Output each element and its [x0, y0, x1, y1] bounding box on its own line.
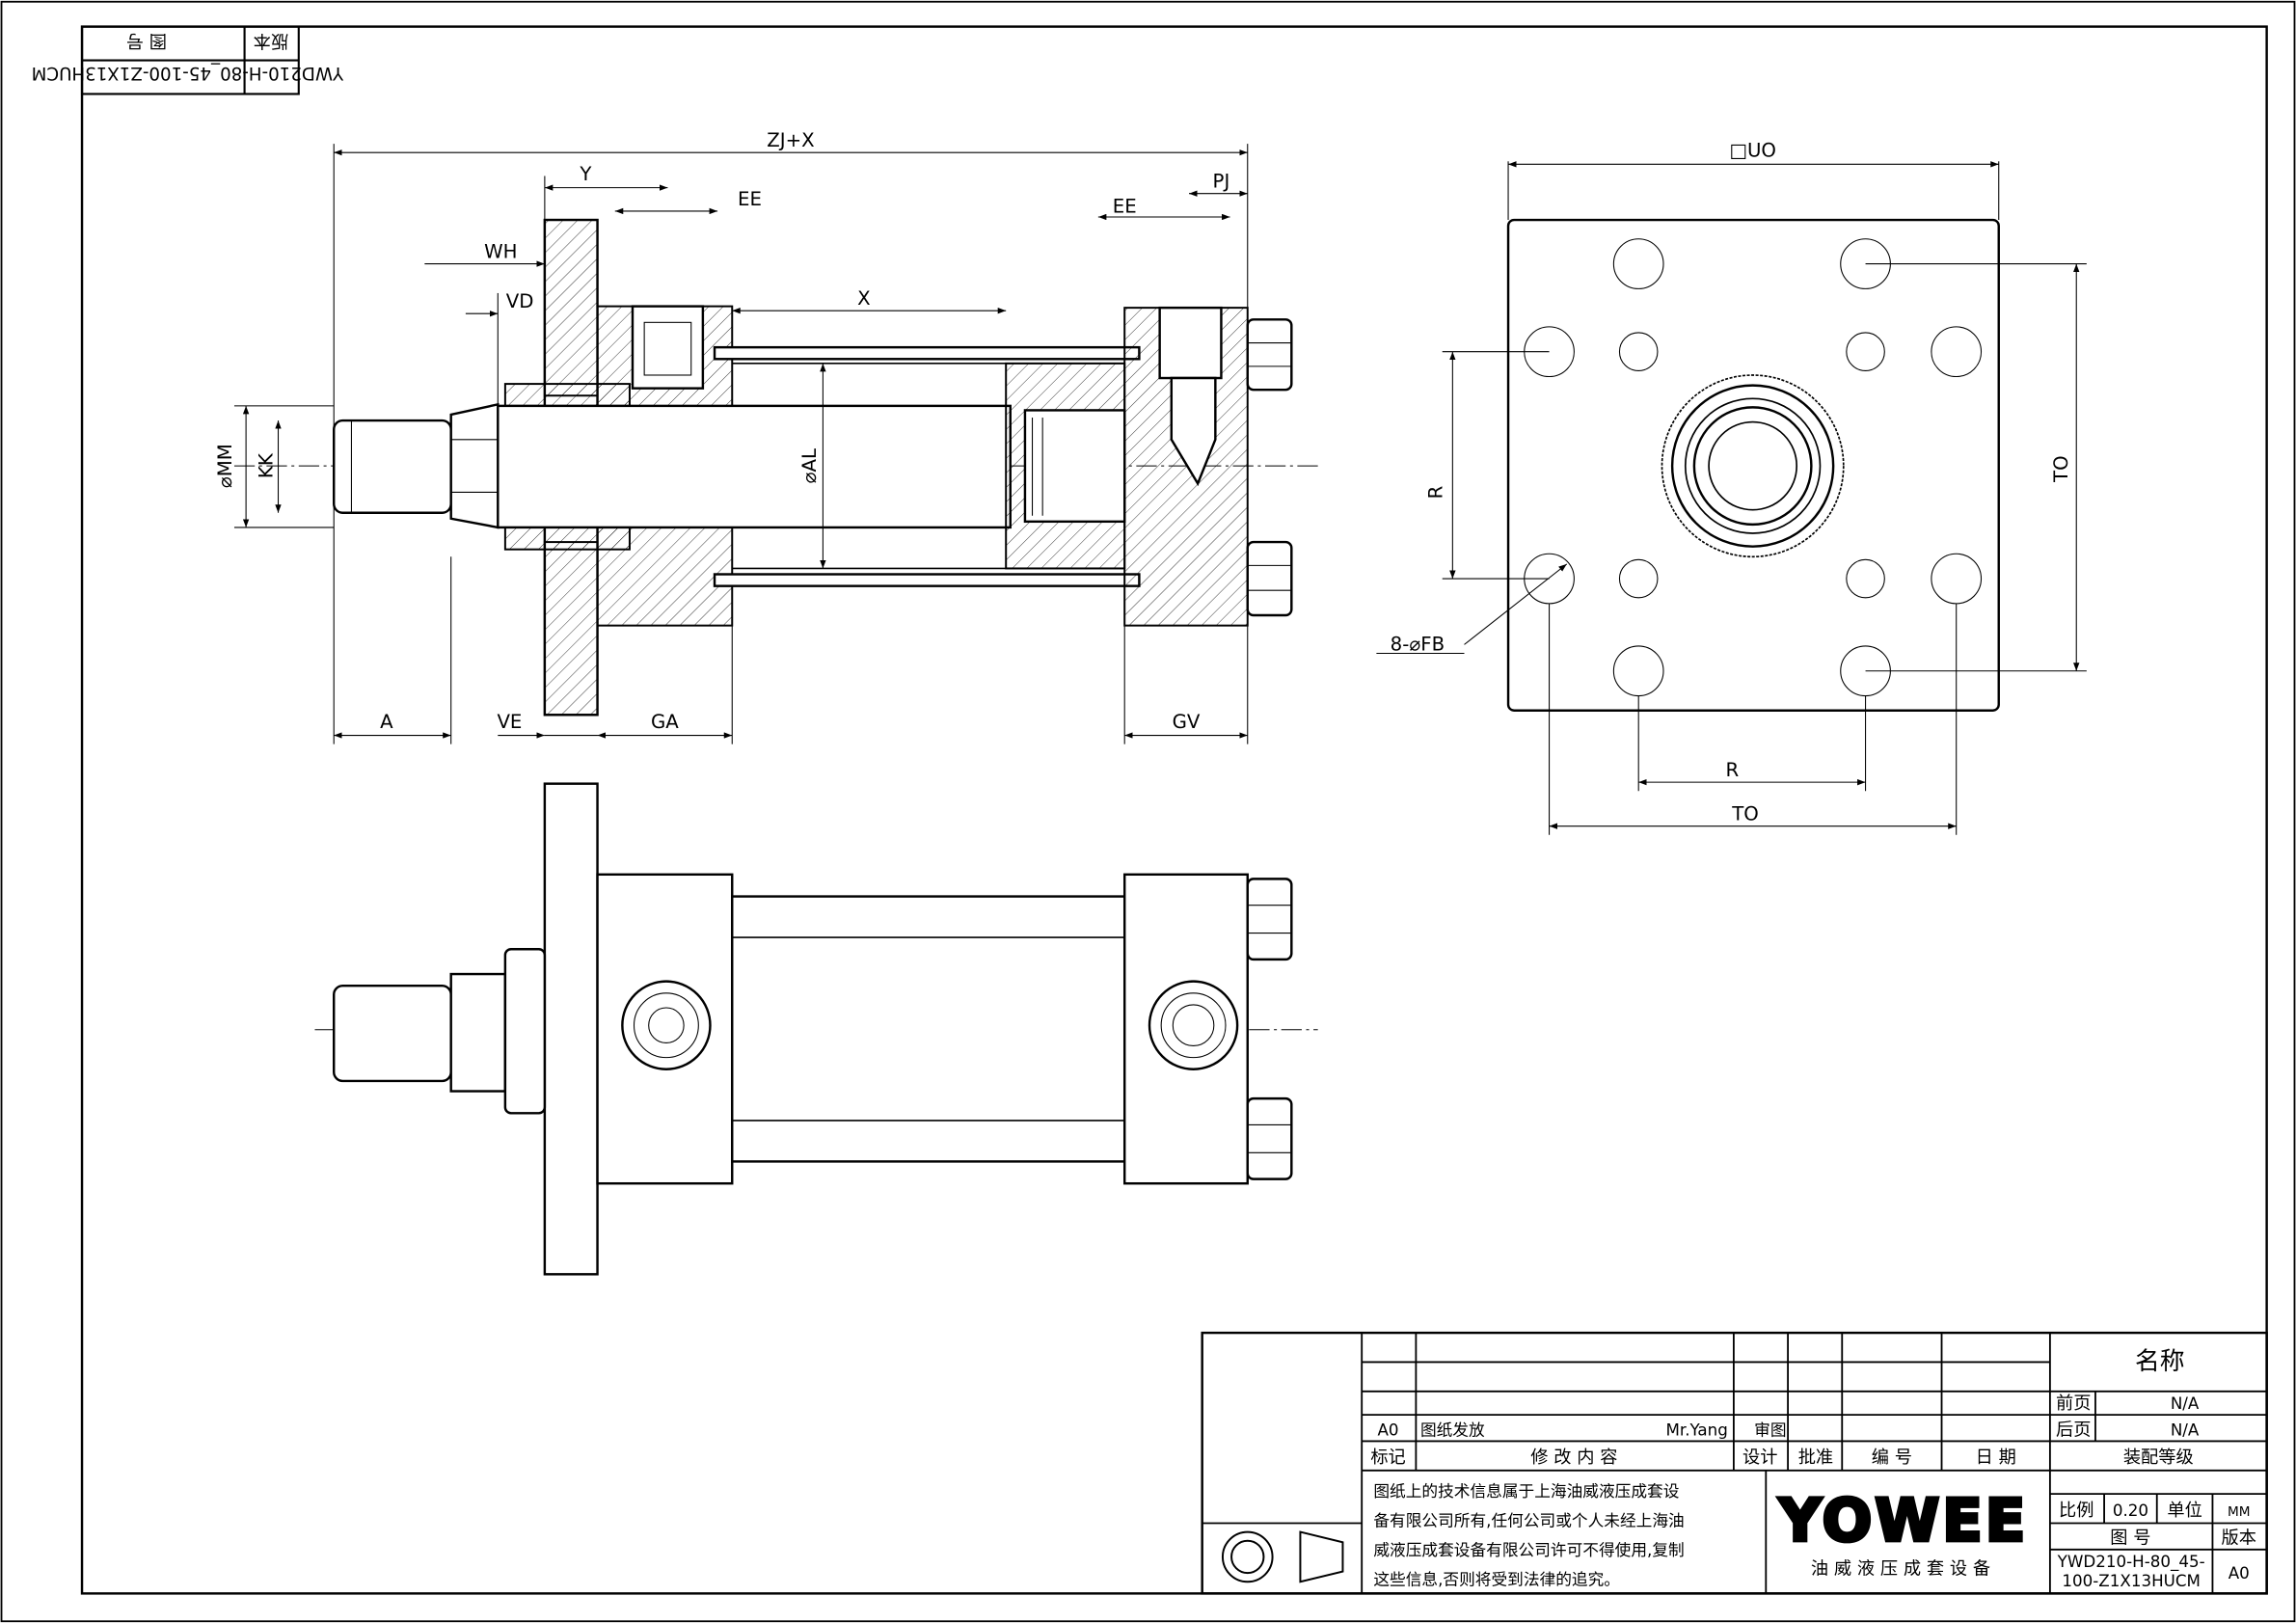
header-mark: 标记 [1370, 1447, 1405, 1468]
section-view [233, 218, 1318, 717]
dim-ee-rear: EE [1113, 195, 1137, 217]
dim-gv: GV [1173, 711, 1201, 733]
notice-line-4: 这些信息,否则将受到法律的追究。 [1373, 1569, 1620, 1588]
company-name: 油 威 液 压 成 套 设 备 [1811, 1559, 1990, 1580]
dim-y: Y [579, 163, 592, 185]
dim-zj-x: ZJ+X [767, 129, 814, 151]
dim-ve: VE [497, 711, 522, 733]
header-number: 编 号 [1872, 1447, 1912, 1468]
dim-r-vertical: R [1425, 485, 1447, 499]
dim-wh: WH [484, 241, 517, 263]
exterior-view [314, 782, 1318, 1276]
revision-mark: A0 [1378, 1420, 1399, 1439]
corner-version-header: 版本 [254, 31, 288, 51]
scale-label: 比例 [2059, 1501, 2093, 1521]
dim-kk: KK [255, 452, 277, 478]
review-label: 审图 [1754, 1420, 1786, 1439]
dim-to-vertical: TO [2050, 455, 2072, 483]
header-design: 设计 [1742, 1447, 1777, 1468]
dim-x: X [857, 287, 871, 310]
corner-drawing-label: 图 号 版本 YWD210-H-80_45-100-Z1X13HUCM [32, 25, 344, 95]
next-page-label: 后页 [2056, 1420, 2091, 1440]
header-assembly-grade: 装配等级 [2123, 1447, 2194, 1468]
prev-page-label: 前页 [2056, 1393, 2091, 1414]
revision-content: 图纸发放 [1420, 1420, 1485, 1439]
header-date: 日 期 [1976, 1447, 2016, 1468]
dim-a: A [380, 711, 393, 733]
drawing-no-label: 图 号 [2110, 1528, 2150, 1549]
company-logo: YOWEE [1778, 1488, 2029, 1555]
projection-symbol-icon [1221, 1530, 1344, 1583]
dim-ee-front: EE [738, 188, 762, 210]
notice-line-1: 图纸上的技术信息属于上海油威液压成套设 [1373, 1481, 1679, 1501]
scale-value: 0.20 [2113, 1501, 2148, 1520]
dim-ga: GA [651, 711, 679, 733]
dim-pj: PJ [1213, 171, 1230, 193]
dim-vd: VD [506, 290, 534, 312]
title-block [1201, 1331, 2268, 1595]
section-dimensions [233, 144, 1249, 744]
corner-drawing-no: YWD210-H-80_45-100-Z1X13HUCM [32, 63, 344, 83]
unit-value: MM [2228, 1504, 2251, 1520]
dim-r-horizontal: R [1726, 759, 1740, 781]
version-label: 版本 [2222, 1528, 2256, 1549]
dim-to-horizontal: TO [1731, 803, 1759, 825]
header-content: 修 改 内 容 [1530, 1447, 1617, 1468]
drawing-number: YWD210-H-80_45-100-Z1X13HUCM [2057, 1552, 2205, 1591]
name-label: 名称 [2135, 1347, 2185, 1376]
notice-line-3: 威液压成套设备有限公司许可不得使用,复制 [1373, 1540, 1684, 1559]
dim-uo: □UO [1729, 140, 1776, 162]
inner-border [80, 25, 2268, 1595]
dim-mm: ⌀MM [214, 444, 236, 488]
designer: Mr.Yang [1665, 1420, 1727, 1439]
next-page-value: N/A [2171, 1420, 2200, 1439]
notice-line-2: 备有限公司所有,任何公司或个人未经上海油 [1373, 1511, 1684, 1530]
prev-page-value: N/A [2171, 1393, 2200, 1413]
corner-drawing-no-header: 图 号 [126, 31, 167, 51]
end-view [1376, 161, 2087, 835]
dim-al: ⌀AL [798, 448, 821, 483]
unit-label: 单位 [2167, 1501, 2201, 1521]
header-approve: 批准 [1798, 1447, 1833, 1468]
version-value: A0 [2228, 1563, 2250, 1582]
drawing-number-cell: YWD210-H-80_45-100-Z1X13HUCM [2057, 1552, 2205, 1591]
dim-fb: 8-⌀FB [1391, 633, 1445, 655]
